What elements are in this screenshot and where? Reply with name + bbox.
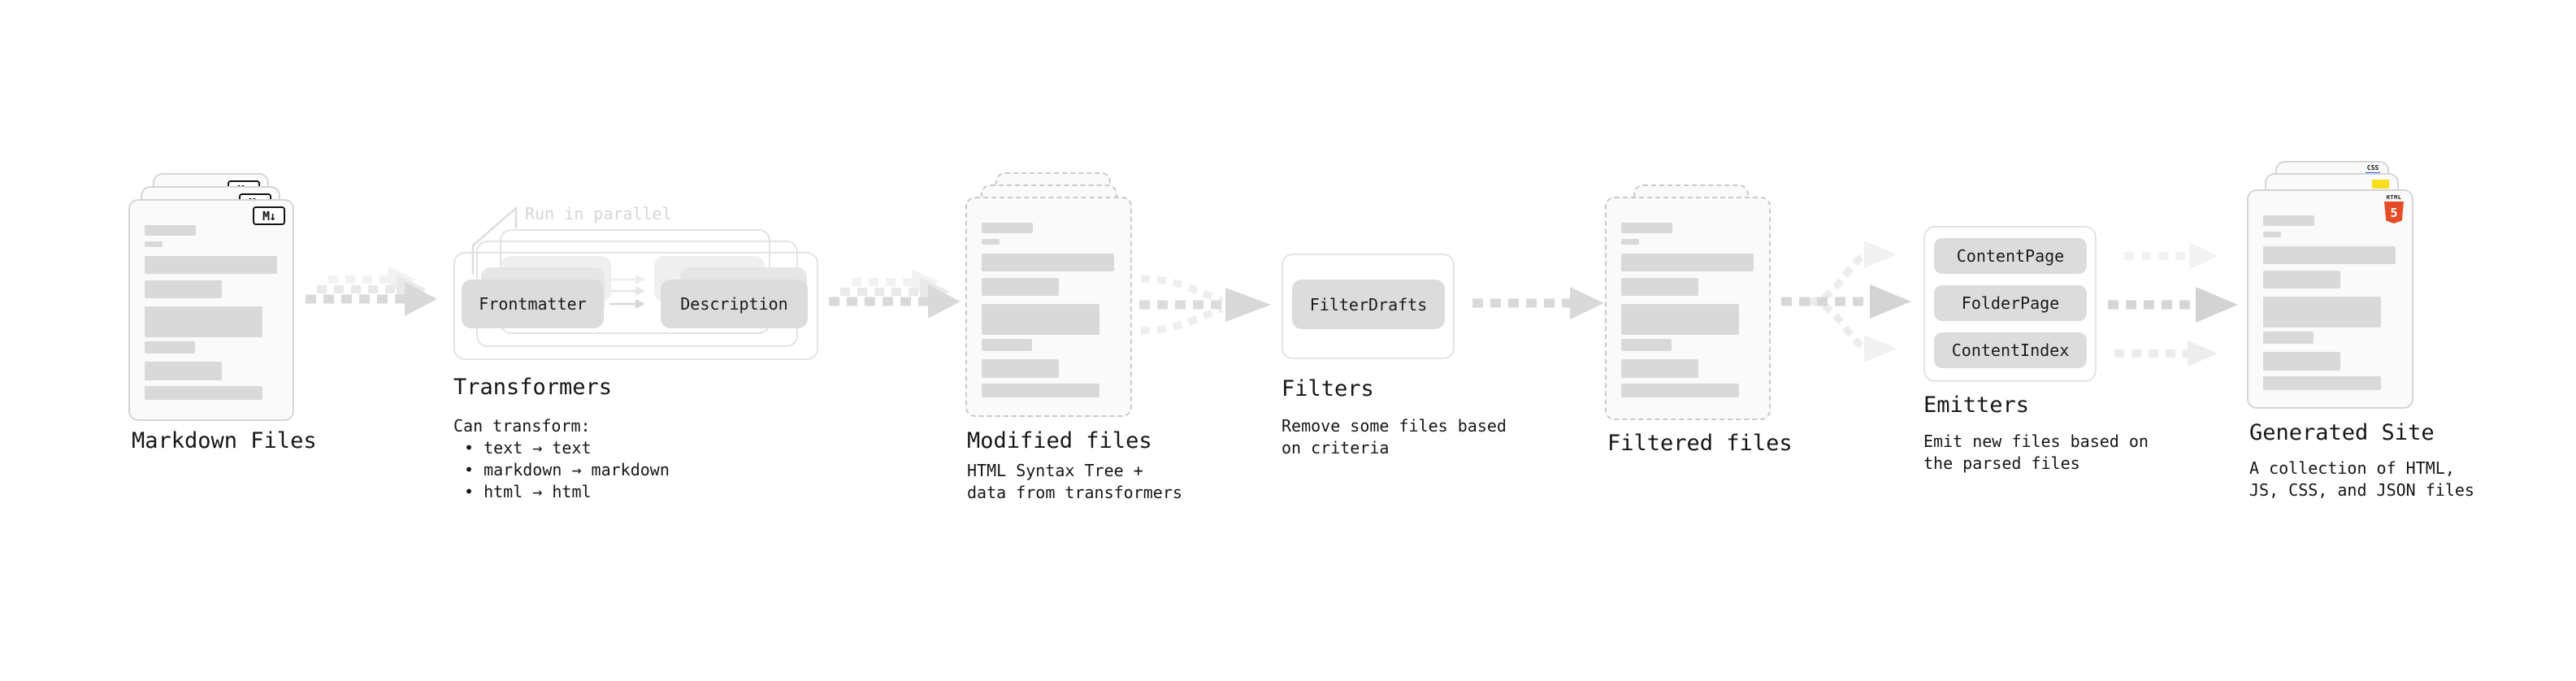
transform-bullet: • text → text <box>464 438 592 458</box>
description-line: HTML Syntax Tree + <box>967 461 1143 480</box>
document-skeleton <box>1621 223 1754 404</box>
skeleton-bar <box>982 304 1099 335</box>
skeleton-bar <box>1621 278 1698 296</box>
skeleton-bar <box>145 386 262 400</box>
markdown-icon: M↓ <box>253 206 285 225</box>
modified-files-label: Modified files <box>967 428 1152 453</box>
transformer-box-front <box>453 252 818 360</box>
transform-bullet: • markdown → markdown <box>464 460 670 479</box>
document-skeleton <box>2263 215 2397 393</box>
generated-site-description: A collection of HTML, JS, CSS, and JSON … <box>2249 458 2474 501</box>
skeleton-bar <box>145 241 163 247</box>
flow-arrow-emitters-to-generated <box>2108 242 2238 367</box>
generated-site-label: Generated Site <box>2249 420 2435 445</box>
skeleton-bar <box>2263 352 2340 371</box>
skeleton-bar <box>2263 232 2281 237</box>
transformers-label: Transformers <box>453 375 613 400</box>
flow-arrow-filtered-to-emitters <box>1781 241 1911 362</box>
transformer-step-arrows <box>609 275 645 309</box>
skeleton-bar <box>1621 254 1754 271</box>
folderpage-emitter: FolderPage <box>1934 285 2087 321</box>
skeleton-bar <box>982 339 1032 351</box>
skeleton-bar <box>1621 339 1672 351</box>
skeleton-bar <box>145 225 196 236</box>
skeleton-bar <box>982 223 1033 233</box>
filtered-files-label: Filtered files <box>1607 431 1793 456</box>
description-line: Remove some files based <box>1281 416 1507 436</box>
description-line: JS, CSS, and JSON files <box>2249 480 2474 500</box>
run-in-parallel-annotation: Run in parallel <box>525 204 672 223</box>
skeleton-bar <box>2263 246 2396 264</box>
markdown-file-card-front: M↓ <box>128 199 294 421</box>
javascript-icon <box>2372 180 2389 189</box>
markdown-files-label: Markdown Files <box>132 428 317 453</box>
filtered-file-card-front <box>1605 197 1771 420</box>
flow-arrow-filters-to-filtered <box>1472 287 1604 319</box>
annotation-callout-line <box>471 206 518 275</box>
skeleton-bar <box>145 341 195 354</box>
description-line: Emit new files based on <box>1923 432 2149 451</box>
skeleton-bar <box>2263 297 2381 327</box>
skeleton-bar <box>982 278 1059 296</box>
html5-icon-text: HTML <box>2386 194 2402 201</box>
transform-bullet: • html → html <box>464 482 592 501</box>
skeleton-bar <box>982 254 1114 271</box>
html5-icon-number: 5 <box>2390 205 2398 220</box>
modified-file-card-front <box>965 197 1132 417</box>
skeleton-bar <box>2263 271 2340 288</box>
description-transformer: Description <box>661 280 808 328</box>
css-icon-text: CSS <box>2366 164 2379 171</box>
skeleton-bar <box>145 256 277 274</box>
description-line: data from transformers <box>967 483 1182 502</box>
filterdrafts-filter: FilterDrafts <box>1292 280 1445 329</box>
emitters-description: Emit new files based on the parsed files <box>1923 431 2149 475</box>
emitters-label: Emitters <box>1923 393 2030 418</box>
transformers-description: Can transform: • text → text • markdown … <box>453 415 670 503</box>
skeleton-bar <box>1621 223 1672 233</box>
emitters-box <box>1923 226 2097 382</box>
skeleton-bar <box>982 384 1099 397</box>
skeleton-bar <box>1621 304 1739 335</box>
contentpage-emitter: ContentPage <box>1934 238 2087 274</box>
skeleton-bar <box>982 239 1000 245</box>
html5-icon: HTML 5 <box>2384 194 2404 223</box>
filters-box <box>1281 254 1455 359</box>
skeleton-bar <box>2263 332 2314 344</box>
html5-icon-shield: 5 <box>2384 202 2404 223</box>
skeleton-bar <box>982 359 1059 378</box>
frontmatter-transformer: Frontmatter <box>462 280 604 328</box>
contentindex-emitter: ContentIndex <box>1934 332 2087 368</box>
skeleton-bar <box>145 362 222 380</box>
filters-description: Remove some files based on criteria <box>1281 415 1507 459</box>
flow-arrow-modified-to-filters <box>1139 275 1271 335</box>
description-line: the parsed files <box>1923 453 2080 473</box>
skeleton-bar <box>145 306 262 337</box>
flow-arrow-md-to-transformers <box>306 267 437 316</box>
description-line: A collection of HTML, <box>2249 458 2455 478</box>
description-line: on criteria <box>1281 438 1390 458</box>
skeleton-bar <box>1621 359 1698 378</box>
filters-label: Filters <box>1281 376 1374 401</box>
skeleton-bar <box>2263 215 2314 226</box>
can-transform-heading: Can transform: <box>453 416 591 436</box>
document-skeleton <box>982 223 1116 401</box>
generated-html-card: HTML 5 <box>2247 189 2413 409</box>
flow-arrow-transformers-to-modified <box>829 269 961 319</box>
skeleton-bar <box>2263 376 2381 390</box>
skeleton-bar <box>1621 384 1739 397</box>
skeleton-bar <box>1621 239 1639 245</box>
document-skeleton <box>145 225 278 405</box>
modified-files-description: HTML Syntax Tree + data from transformer… <box>967 460 1182 504</box>
skeleton-bar <box>145 280 222 298</box>
